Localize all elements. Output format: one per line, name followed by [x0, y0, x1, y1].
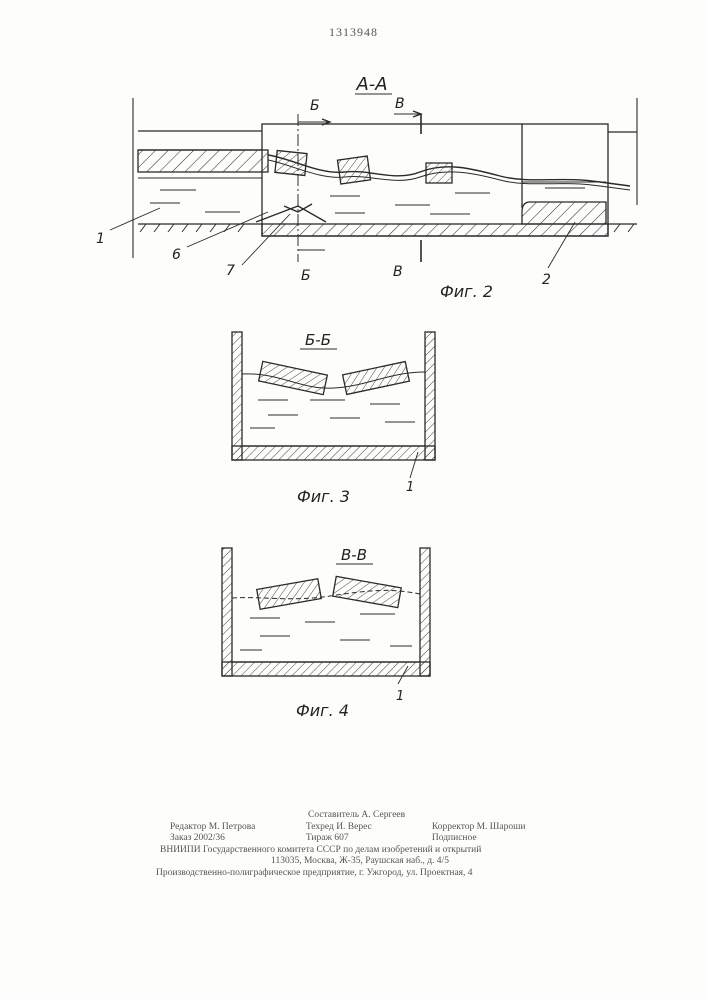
- imprint-order: Заказ 2002/36: [170, 833, 306, 845]
- ref-7: 7: [226, 263, 235, 279]
- figure-2: А-А: [96, 74, 637, 301]
- fig3-section-title: Б-Б: [305, 331, 331, 349]
- imprint-corrector: Корректор М. Шароши: [432, 822, 550, 834]
- imprint-compiler: Составитель А. Сергеев: [308, 810, 436, 822]
- cut-label-b-bottom: Б: [301, 268, 311, 284]
- floating-block: [259, 361, 328, 394]
- figure-3: Б-Б 1 Фиг. 3: [232, 331, 435, 506]
- fig2-caption: Фиг. 2: [440, 282, 493, 301]
- fig4-section-title: В-В: [341, 546, 367, 564]
- floating-block: [275, 150, 307, 175]
- figure-4: В-В 1 Фиг. 4: [222, 546, 430, 720]
- imprint-vniipi: ВНИИПИ Государственного комитета СССР по…: [160, 845, 550, 857]
- element-2: [522, 202, 606, 224]
- tank-bottom: [262, 224, 608, 236]
- cut-label-v-top: В: [395, 96, 405, 112]
- imprint-circulation: Тираж 607: [306, 833, 432, 845]
- floating-block: [343, 362, 410, 395]
- floating-block: [257, 579, 322, 609]
- imprint-printer: Производственно-полиграфическое предприя…: [156, 868, 550, 880]
- imprint-address: 113035, Москва, Ж-35, Раушская наб., д. …: [170, 856, 550, 868]
- floating-block: [426, 163, 452, 183]
- fig3-ref-1: 1: [406, 480, 414, 495]
- cut-label-v-bottom: В: [393, 264, 403, 280]
- imprint-techred: Техред И. Верес: [306, 822, 432, 834]
- fig3-caption: Фиг. 3: [297, 487, 350, 506]
- imprint-editor: Редактор М. Петрова: [170, 822, 306, 834]
- fig3-bottom: [232, 446, 435, 460]
- floating-block: [333, 576, 401, 607]
- floating-block: [337, 156, 370, 184]
- ref-2: 2: [542, 272, 551, 288]
- imprint-block: Составитель А. Сергеев Редактор М. Петро…: [170, 810, 550, 879]
- fig2-section-title: А-А: [355, 74, 387, 95]
- fig4-ref-1: 1: [396, 689, 404, 704]
- ref-6: 6: [172, 247, 181, 263]
- ref-1: 1: [96, 231, 105, 247]
- left-channel-layer: [138, 150, 268, 172]
- fig4-caption: Фиг. 4: [296, 701, 349, 720]
- fig4-bottom: [222, 662, 430, 676]
- imprint-subscription: Подписное: [432, 833, 550, 845]
- cut-label-b-top: Б: [310, 98, 320, 114]
